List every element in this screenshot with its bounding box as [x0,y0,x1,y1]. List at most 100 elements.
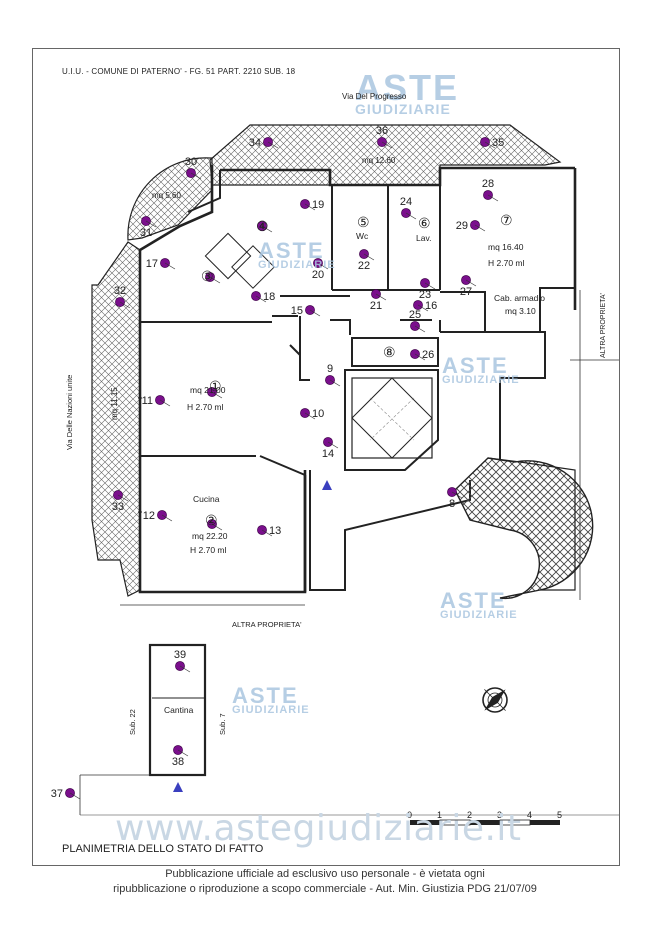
boundary-label-south: ALTRA PROPRIETA' [232,620,302,629]
photo-point-label: 30 [185,156,197,168]
photo-point-ray [381,141,393,149]
photo-point-label: 18 [263,291,275,303]
photo-point-label: 11 [142,395,153,407]
photo-point-ray [375,293,387,301]
room-5-name: Wc [356,231,369,241]
photo-point-ray [414,353,426,361]
cellar-outline [148,643,207,777]
room-2-number: ② [205,512,218,528]
footer-line-1: Pubblicazione ufficiale ad esclusivo uso… [165,868,485,880]
photo-point-label: 22 [358,260,370,272]
room-7-area: mq 16.40 [488,242,524,252]
photo-point-label: 31 [140,227,152,239]
plan-title: PLANIMETRIA DELLO STATO DI FATTO [62,843,264,855]
north-arrow-icon [322,480,332,490]
photo-point-ray [211,391,223,399]
photo-point-ray [329,379,341,387]
photo-point-label: 8 [449,498,455,510]
photo-point-ray [161,514,173,522]
watermark-site: www.astegiudiziarie.it [115,808,522,849]
photo-point-label: 28 [482,178,494,190]
photo-point-label: 16 [425,300,437,312]
room-6-name: Lav. [416,233,432,243]
photo-point-ray [487,194,499,202]
photo-point-label: 34 [249,137,261,149]
room-2-height: H 2.70 ml [190,545,227,555]
photo-point-ray [465,279,477,287]
photo-point-label: 17 [146,258,158,270]
interior-walls [140,170,575,591]
room-3-number: ③ [201,268,214,284]
room-1-height: H 2.70 ml [187,402,224,412]
cellar-sub-right: Sub. 7 [218,713,227,735]
boundary-lines [120,290,620,606]
boundary-label-east: ALTRA PROPRIETA' [600,293,607,358]
scale-bar-label: 5 [557,810,562,820]
street-label-north: Via Del Progresso [342,92,407,101]
photo-point-ray [211,523,223,531]
room-5-number: ⑤ [357,214,370,230]
cadastral-reference: U.I.U. - COMUNE DI PATERNO' - FG. 51 PAR… [62,67,296,76]
photo-point-ray [417,304,429,312]
photo-point-label: 9 [327,363,333,375]
room-7-height: H 2.70 ml [488,258,525,268]
scale-bar-label: 3 [497,810,502,820]
cellar-name: Cantina [164,705,194,715]
photo-point-label: 37 [51,788,63,800]
cab-armadio-name: Cab. armadio [494,293,546,303]
photo-point-label: 35 [492,137,504,149]
scale-bar-label: 1 [437,810,442,820]
photo-point-label: 36 [376,125,388,137]
lift-shaft [351,377,433,459]
photo-point-label: 24 [400,196,412,208]
photo-point-label: 21 [370,300,382,312]
room-2-name: Cucina [193,494,220,504]
scale-bar [410,819,560,826]
photo-point-label: 19 [312,199,324,211]
terrace-north-area: mq 12.60 [362,156,396,165]
photo-point-label: 38 [172,756,184,768]
footer-line-2: ripubblicazione o riproduzione a scopo c… [113,883,537,895]
room-2-area: mq 22.20 [192,531,228,541]
outer-walls [138,165,577,594]
photo-point-ray [309,309,321,317]
photo-point-label: 10 [312,408,324,420]
photo-point-marker-icon [251,291,261,301]
photo-point-label: 39 [174,649,186,661]
room-1-number: ① [209,378,222,394]
photo-point-ray [177,749,189,757]
photo-point-ray [145,220,157,228]
photo-point-ray [261,529,273,537]
photo-point-label: 32 [114,285,126,297]
photo-point-ray [414,325,426,333]
photo-point-label: 25 [409,309,421,321]
photo-point-ray [304,412,316,420]
photo-point-label: 13 [269,525,281,537]
photo-point-ray [304,203,316,211]
photo-point-label: 15 [291,305,303,317]
photo-point-ray [405,212,417,220]
photo-point-label: 26 [422,349,434,361]
photo-point-ray [255,295,267,303]
photo-point-ray [117,494,129,502]
photo-point-ray [267,141,279,149]
compass-rose-icon [482,687,508,713]
scale-bar-label: 2 [467,810,472,820]
room-7-number: ⑦ [500,212,513,228]
scale-bar-label: 4 [527,810,532,820]
photo-point-ray [209,276,221,284]
photo-point-ray [69,792,81,800]
photo-point-ray [179,665,191,673]
room-8-number: ⑧ [383,344,396,360]
room-4-number: ④ [256,218,269,234]
photo-point-label: 14 [322,448,334,460]
photo-point-ray [424,282,436,290]
photo-point-ray [317,262,329,270]
photo-point-ray [474,224,486,232]
